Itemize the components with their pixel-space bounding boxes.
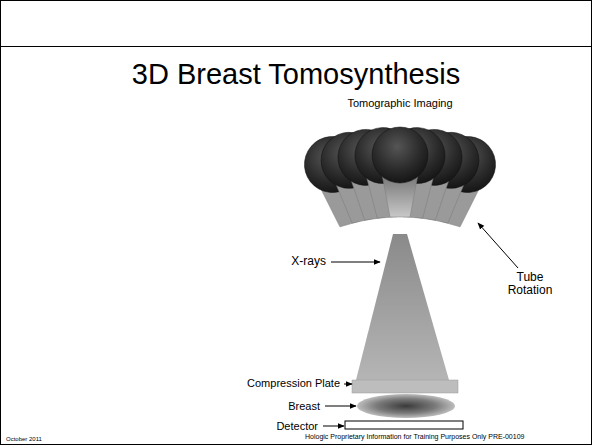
part-label: Tube Rotation — [499, 271, 561, 297]
tube-housing — [372, 127, 428, 183]
breast-shape — [357, 394, 455, 418]
leader-line — [478, 223, 518, 268]
date-note: October 2011 — [6, 436, 42, 443]
tube-arc — [298, 126, 502, 232]
part-label: Detector — [276, 420, 318, 432]
detector-plate — [345, 421, 463, 429]
leader-line — [344, 384, 352, 385]
footer-note: Hologic Proprietary Information for Trai… — [305, 433, 524, 441]
slide-title: 3D Breast Tomosynthesis — [132, 59, 460, 91]
leader-line — [331, 262, 380, 263]
part-label: Breast — [288, 400, 320, 412]
xray-tube — [372, 127, 428, 217]
header-rule — [0, 46, 592, 47]
compression-plate — [352, 380, 458, 393]
xray-beam — [356, 234, 449, 380]
part-label: X-rays — [291, 255, 326, 268]
leader-line — [323, 426, 344, 427]
subtitle: Tomographic Imaging — [347, 97, 452, 109]
leader-line — [325, 406, 356, 407]
part-label: Compression Plate — [247, 377, 340, 389]
